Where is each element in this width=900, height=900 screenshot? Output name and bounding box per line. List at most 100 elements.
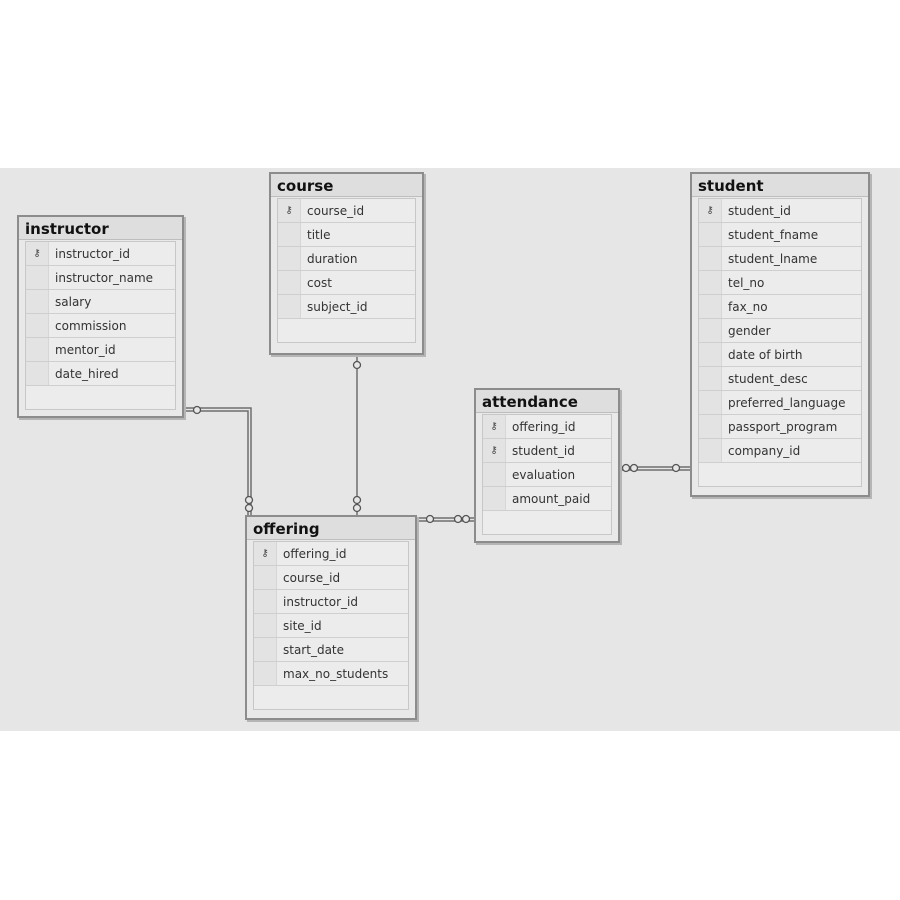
- row-selector: [699, 391, 722, 414]
- column-row[interactable]: subject_id: [278, 295, 415, 319]
- key-icon: ⚷: [278, 199, 301, 222]
- key-icon: ⚷: [254, 542, 277, 565]
- column-row[interactable]: ⚷student_id: [483, 439, 611, 463]
- column-row[interactable]: mentor_id: [26, 338, 175, 362]
- row-selector: [699, 319, 722, 342]
- row-selector: [26, 314, 49, 337]
- column-name: student_desc: [728, 371, 808, 386]
- empty-row: [26, 386, 175, 409]
- row-selector: [699, 271, 722, 294]
- row-selector: [254, 566, 277, 589]
- table-instructor[interactable]: instructor ⚷ instructor_id instructor_name…: [17, 215, 184, 418]
- row-selector: [483, 463, 506, 486]
- row-selector: [26, 338, 49, 361]
- column-name: date of birth: [728, 347, 803, 362]
- row-selector: [254, 662, 277, 685]
- table-title: attendance: [476, 390, 618, 413]
- column-name: tel_no: [728, 275, 765, 290]
- key-icon: ⚷: [699, 199, 722, 222]
- table-title: course: [271, 174, 422, 197]
- column-row[interactable]: cost: [278, 271, 415, 295]
- row-selector: [278, 295, 301, 318]
- column-row[interactable]: ⚷offering_id: [483, 415, 611, 439]
- column-row[interactable]: ⚷ instructor_id: [26, 242, 175, 266]
- column-name: title: [307, 227, 331, 242]
- column-name: subject_id: [307, 299, 368, 314]
- empty-row: [278, 319, 415, 342]
- column-name: student_lname: [728, 251, 818, 266]
- table-title: student: [692, 174, 868, 197]
- column-name: student_fname: [728, 227, 819, 242]
- column-row[interactable]: date of birth: [699, 343, 861, 367]
- column-name: company_id: [728, 443, 801, 458]
- column-row[interactable]: duration: [278, 247, 415, 271]
- row-selector: [699, 415, 722, 438]
- column-name: gender: [728, 323, 771, 338]
- empty-row: [699, 463, 861, 486]
- column-name: preferred_language: [728, 395, 846, 410]
- column-name: duration: [307, 251, 358, 266]
- column-row[interactable]: start_date: [254, 638, 408, 662]
- column-name: instructor_name: [55, 270, 154, 285]
- column-row[interactable]: ⚷ offering_id: [254, 542, 408, 566]
- row-selector: [254, 590, 277, 613]
- column-name: offering_id: [283, 546, 347, 561]
- column-row[interactable]: gender: [699, 319, 861, 343]
- column-name: start_date: [283, 642, 345, 657]
- column-row[interactable]: amount_paid: [483, 487, 611, 511]
- column-name: cost: [307, 275, 332, 290]
- column-name: instructor_id: [55, 246, 130, 261]
- key-icon: ⚷: [483, 415, 506, 438]
- row-selector: [254, 614, 277, 637]
- empty-row: [483, 511, 611, 534]
- column-row[interactable]: tel_no: [699, 271, 861, 295]
- column-name: amount_paid: [512, 491, 591, 506]
- column-row[interactable]: site_id: [254, 614, 408, 638]
- row-selector: [26, 266, 49, 289]
- table-title: instructor: [19, 217, 182, 240]
- column-row[interactable]: commission: [26, 314, 175, 338]
- column-row[interactable]: max_no_students: [254, 662, 408, 686]
- key-icon: ⚷: [483, 439, 506, 462]
- column-row[interactable]: instructor_name: [26, 266, 175, 290]
- row-selector: [699, 247, 722, 270]
- row-selector: [278, 271, 301, 294]
- column-name: instructor_id: [283, 594, 358, 609]
- column-row[interactable]: ⚷course_id: [278, 199, 415, 223]
- row-selector: [254, 638, 277, 661]
- column-row[interactable]: ⚷ student_id: [699, 199, 861, 223]
- column-name: fax_no: [728, 299, 768, 314]
- column-row[interactable]: preferred_language: [699, 391, 861, 415]
- table-student[interactable]: student ⚷ student_id student_fname student_…: [690, 172, 870, 497]
- row-selector: [278, 247, 301, 270]
- column-row[interactable]: student_lname: [699, 247, 861, 271]
- empty-row: [254, 686, 408, 709]
- row-selector: [699, 343, 722, 366]
- key-icon: ⚷: [26, 242, 49, 265]
- column-name: salary: [55, 294, 92, 309]
- column-row[interactable]: date_hired: [26, 362, 175, 386]
- column-row[interactable]: salary: [26, 290, 175, 314]
- column-row[interactable]: company_id: [699, 439, 861, 463]
- column-row[interactable]: student_desc: [699, 367, 861, 391]
- table-offering[interactable]: offering ⚷ offering_id course_id instructor…: [245, 515, 417, 720]
- column-row[interactable]: course_id: [254, 566, 408, 590]
- column-name: date_hired: [55, 366, 119, 381]
- row-selector: [699, 295, 722, 318]
- table-title: offering: [247, 517, 415, 540]
- column-row[interactable]: evaluation: [483, 463, 611, 487]
- column-name: course_id: [283, 570, 341, 585]
- column-row[interactable]: title: [278, 223, 415, 247]
- column-row[interactable]: instructor_id: [254, 590, 408, 614]
- column-row[interactable]: student_fname: [699, 223, 861, 247]
- column-row[interactable]: fax_no: [699, 295, 861, 319]
- row-selector: [483, 487, 506, 510]
- column-name: max_no_students: [283, 666, 389, 681]
- row-selector: [699, 439, 722, 462]
- column-name: student_id: [728, 203, 791, 218]
- column-row[interactable]: passport_program: [699, 415, 861, 439]
